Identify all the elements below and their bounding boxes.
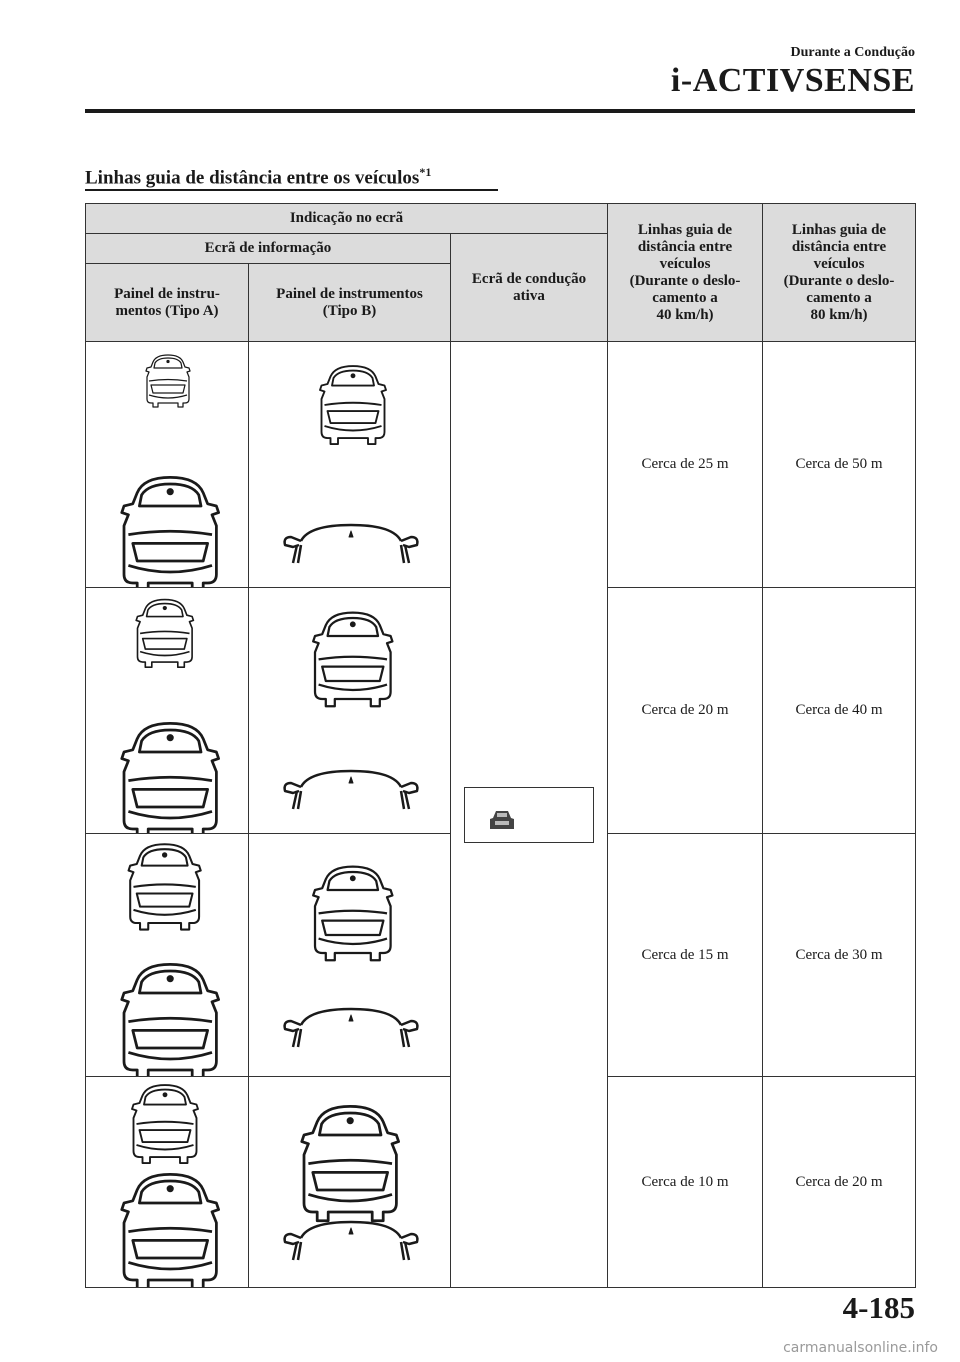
active-driving-screen <box>464 787 594 843</box>
panel-a-illustration <box>85 341 249 588</box>
panel-b-illustration <box>248 587 451 834</box>
footnote-mark: *1 <box>419 165 432 179</box>
car-diagram-icon <box>283 610 419 810</box>
hactive-line: Ecrã de condução <box>471 270 587 287</box>
header-rule <box>85 109 915 113</box>
header-40kmh: Linhas guia de distância entre veículos … <box>607 203 763 342</box>
h40-line: Linhas guia de <box>637 221 733 238</box>
header-panel-b: Painel de instrumentos (Tipo B) <box>248 263 451 342</box>
watermark: carmanualsonline.info <box>783 1340 938 1356</box>
panel-b-illustration <box>248 833 451 1077</box>
page-number: 4-185 <box>842 1290 915 1325</box>
car-diagram-icon <box>120 1083 220 1287</box>
distance-80: Cerca de 40 m <box>762 587 916 834</box>
distance-40: Cerca de 25 m <box>607 341 763 588</box>
car-diagram-icon <box>120 353 220 587</box>
panel-a-illustration <box>85 833 249 1077</box>
active-driving-illustration <box>450 341 608 1288</box>
distance-80: Cerca de 30 m <box>762 833 916 1077</box>
hpa-line: mentos (Tipo A) <box>115 302 219 319</box>
table-row: Cerca de 25 m Cerca de 50 m <box>85 341 916 1288</box>
distance-40: Cerca de 15 m <box>607 833 763 1077</box>
car-diagram-icon <box>283 864 419 1048</box>
distance-guide-table: Indicação no ecrã Linhas guia de distânc… <box>85 203 916 1288</box>
distance-80: Cerca de 20 m <box>762 1076 916 1288</box>
h80-line: (Durante o deslo- <box>783 272 895 289</box>
header-80kmh: Linhas guia de distância entre veículos … <box>762 203 916 342</box>
section-title: Linhas guia de distância entre os veícul… <box>85 165 431 189</box>
h40-line: (Durante o deslo- <box>629 272 741 289</box>
header-panel-a: Painel de instru- mentos (Tipo A) <box>85 263 249 342</box>
h40-line: veículos <box>659 255 711 272</box>
table-row: Cerca de 10 m Cerca de 20 m <box>85 1076 916 1288</box>
h80-line: Linhas guia de <box>791 221 887 238</box>
hpa-line: Painel de instru- <box>114 285 220 302</box>
h40-line: distância entre <box>637 238 733 255</box>
header-section: Durante a Condução <box>790 45 915 60</box>
h40-line: camento a <box>652 289 718 306</box>
distance-40: Cerca de 10 m <box>607 1076 763 1288</box>
h40-line: 40 km/h) <box>656 306 714 323</box>
header-display: Indicação no ecrã <box>85 203 608 234</box>
hactive-line: ativa <box>513 287 545 304</box>
panel-a-illustration <box>85 1076 249 1288</box>
panel-b-illustration <box>248 341 451 588</box>
h80-line: camento a <box>806 289 872 306</box>
hpb-line: (Tipo B) <box>322 302 377 319</box>
panel-a-illustration <box>85 587 249 834</box>
section-title-text: Linhas guia de distância entre os veícul… <box>85 167 420 189</box>
h80-line: 80 km/h) <box>810 306 868 323</box>
header-info-screen: Ecrã de informação <box>85 233 451 264</box>
table-row: Cerca de 15 m Cerca de 30 m <box>85 833 916 1077</box>
header-chapter: i-ACTIVSENSE <box>670 62 915 99</box>
distance-40: Cerca de 20 m <box>607 587 763 834</box>
h80-line: distância entre <box>791 238 887 255</box>
table-row: Cerca de 20 m Cerca de 40 m <box>85 587 916 834</box>
distance-80: Cerca de 50 m <box>762 341 916 588</box>
car-ahead-icon <box>490 811 514 829</box>
car-diagram-icon <box>283 364 419 564</box>
h80-line: veículos <box>813 255 865 272</box>
car-diagram-icon <box>120 842 220 1076</box>
section-title-underline <box>85 189 498 191</box>
panel-b-illustration <box>248 1076 451 1288</box>
hpb-line: Painel de instrumentos <box>276 285 423 302</box>
header-active-driving: Ecrã de condução ativa <box>450 233 608 342</box>
car-diagram-icon <box>120 598 220 833</box>
car-diagram-icon <box>283 1104 419 1261</box>
